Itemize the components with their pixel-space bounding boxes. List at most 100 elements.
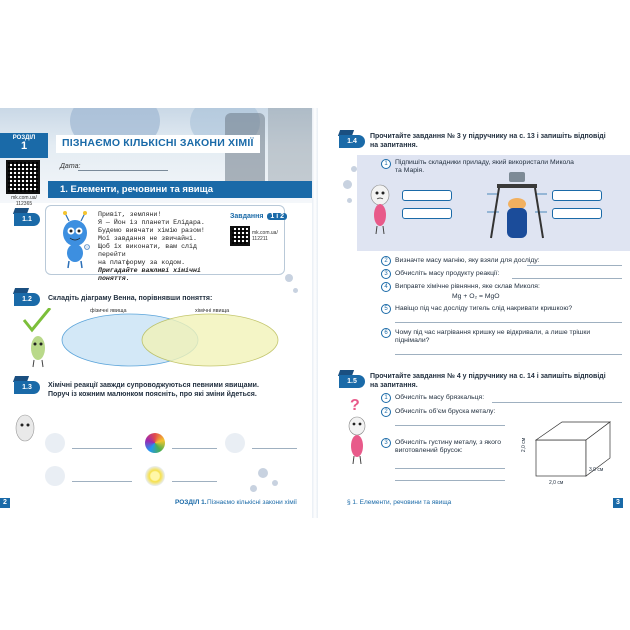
answer-line[interactable] [172, 481, 217, 482]
answer-line[interactable] [72, 448, 132, 449]
item-line: та Марія. [395, 167, 425, 174]
venn-diagram[interactable] [60, 313, 280, 368]
item-line: Обчисліть густину металу, з якого [395, 439, 501, 446]
task-number: 1.1 [14, 213, 40, 226]
label-box-input[interactable] [402, 208, 452, 219]
answer-line[interactable] [395, 425, 505, 426]
task-text: Хімічні реакції завжди супроводжуються п… [48, 382, 259, 399]
item-text: Обчисліть густину металу, з якого вигото… [395, 439, 501, 455]
task-text: Складіть діаграму Венна, порівнявши поня… [48, 295, 213, 302]
item-text: Підпишіть складники приладу, який викори… [395, 159, 574, 175]
item-number: 3 [381, 438, 391, 448]
svg-text:?: ? [350, 397, 360, 414]
greeting-line: на платформу за кодом. [98, 259, 186, 266]
answer-line[interactable] [492, 402, 622, 403]
item-number: 1 [381, 393, 391, 403]
task-text: Прочитайте завдання № 4 у підручнику на … [370, 373, 606, 390]
task-text-line: Хімічні реакції завжди супроводжуються п… [48, 382, 259, 389]
zavdannia-numbers: 1 і 2 [267, 213, 288, 220]
task-hint: Пригадайте важливі хімічні поняття. [98, 267, 201, 282]
item-number: 2 [381, 256, 391, 266]
item-text: Обчисліть масу продукту реакції: [395, 270, 500, 277]
task-text-line: Поруч із кожним малюнком поясніть, про я… [48, 390, 257, 398]
greeting-line: Будемо вивчати хімію разом! [98, 227, 205, 234]
task-text: Прочитайте завдання № 3 у підручнику на … [370, 133, 606, 150]
qr-code-icon[interactable] [230, 226, 250, 246]
left-page: РОЗДІЛ 1 ПІЗНАЄМО КІЛЬКІСНІ ЗАКОНИ ХІМІЇ… [0, 108, 313, 518]
item-number: 3 [381, 269, 391, 279]
task-text-line: Прочитайте завдання № 3 у підручнику на … [370, 133, 606, 140]
answer-line[interactable] [395, 468, 505, 469]
greeting-line: Мої завдання не звичайні. [98, 235, 197, 242]
answer-line[interactable] [395, 354, 622, 355]
item-text: Виправте хімічне рівняння, яке склав Мик… [395, 283, 540, 290]
item-text: Обчисліть масу брязкальця: [395, 394, 485, 401]
question-character-icon: ? [348, 397, 366, 465]
topic-title: ПІЗНАЄМО КІЛЬКІСНІ ЗАКОНИ ХІМІЇ [56, 135, 260, 153]
answer-line[interactable] [395, 322, 622, 323]
metal-block-diagram [534, 421, 612, 477]
light-icon [145, 466, 165, 486]
item-text: Навіщо під час досліду тигель слід накри… [395, 305, 573, 312]
item-number: 5 [381, 304, 391, 314]
chapter-label: РОЗДІЛ [12, 135, 36, 141]
task-number: 1.5 [339, 375, 365, 388]
item-number: 2 [381, 407, 391, 417]
answer-line[interactable] [512, 278, 622, 279]
page-number: 2 [0, 498, 10, 508]
answer-line[interactable] [395, 480, 505, 481]
label-box-input[interactable] [552, 208, 602, 219]
page-number: 3 [613, 498, 623, 508]
zavdannia-label: Завдання 1 і 2 [230, 213, 288, 220]
item-text: Обчисліть об’єм бруска металу: [395, 408, 496, 415]
task-text-line: на запитання. [370, 381, 418, 389]
greeting-line: Щоб їх виконати, вам слід перейти [98, 243, 197, 258]
color-wheel-icon [145, 433, 165, 453]
left-footer: 2 РОЗДІЛ 1. Пізнаємо кількісні закони хі… [0, 498, 313, 510]
date-line [78, 170, 168, 171]
answer-line[interactable] [172, 448, 217, 449]
greeting-line: Привіт, земляни! [98, 211, 162, 218]
task-number: 1.3 [14, 381, 40, 394]
footer-section: § 1. Елементи, речовини та явища [347, 499, 452, 506]
alien-character-icon [63, 211, 90, 269]
qr-left-link[interactable]: mk.com.ua/ 112365 [11, 195, 37, 207]
smell-icon [45, 433, 65, 453]
task-number: 1.4 [339, 135, 365, 148]
nose-icon [225, 433, 245, 453]
venn-right-label: хімічні явища [195, 308, 230, 314]
footer-chapter-name: Пізнаємо кількісні закони хімії [207, 499, 297, 506]
qr-mid-link[interactable]: mk.com.ua/ 112211 [252, 230, 278, 242]
chapter-badge: РОЗДІЛ 1 [0, 133, 48, 158]
answer-line[interactable] [252, 448, 297, 449]
venn-left-label: фізичні явища [90, 308, 127, 314]
label-box-input[interactable] [402, 190, 452, 201]
qr-code-icon[interactable] [6, 160, 40, 194]
item-number: 1 [381, 159, 391, 169]
thermometer-icon [45, 466, 65, 486]
date-label: Дата: [60, 163, 81, 170]
zavdannia-text: Завдання [230, 213, 264, 220]
footer-chapter: РОЗДІЛ 1. [175, 499, 207, 506]
greeting-line: Я — Йон із планети Елідара. [98, 219, 205, 226]
answer-line[interactable] [527, 265, 622, 266]
right-page: 1.4 Прочитайте завдання № 3 у підручнику… [317, 108, 630, 518]
task-text-line: на запитання. [370, 141, 418, 149]
item-line: Підпишіть складники приладу, який викори… [395, 159, 574, 166]
chemical-equation: Mg + O₂ = MgO [452, 293, 500, 300]
task-text-line: Прочитайте завдання № 4 у підручнику на … [370, 373, 606, 380]
item-number: 6 [381, 328, 391, 338]
book-spread: РОЗДІЛ 1 ПІЗНАЄМО КІЛЬКІСНІ ЗАКОНИ ХІМІЇ… [0, 108, 630, 518]
answer-line[interactable] [72, 481, 132, 482]
item-line: виготовлений брусок: [395, 447, 463, 454]
item-text: Визначте масу магнію, яку взяли для досл… [395, 257, 540, 264]
book-gutter [312, 108, 318, 518]
item-number: 4 [381, 282, 391, 292]
task-number: 1.2 [14, 293, 40, 306]
burner-apparatus-icon [487, 172, 547, 239]
alien-greeting: Привіт, земляни! Я — Йон із планети Елід… [98, 211, 228, 283]
label-box-input[interactable] [552, 190, 602, 201]
thinking-character-icon [370, 184, 390, 235]
dim-depth: 3,0 см [589, 467, 604, 473]
section-title: 1. Елементи, речовини та явища [48, 181, 313, 198]
